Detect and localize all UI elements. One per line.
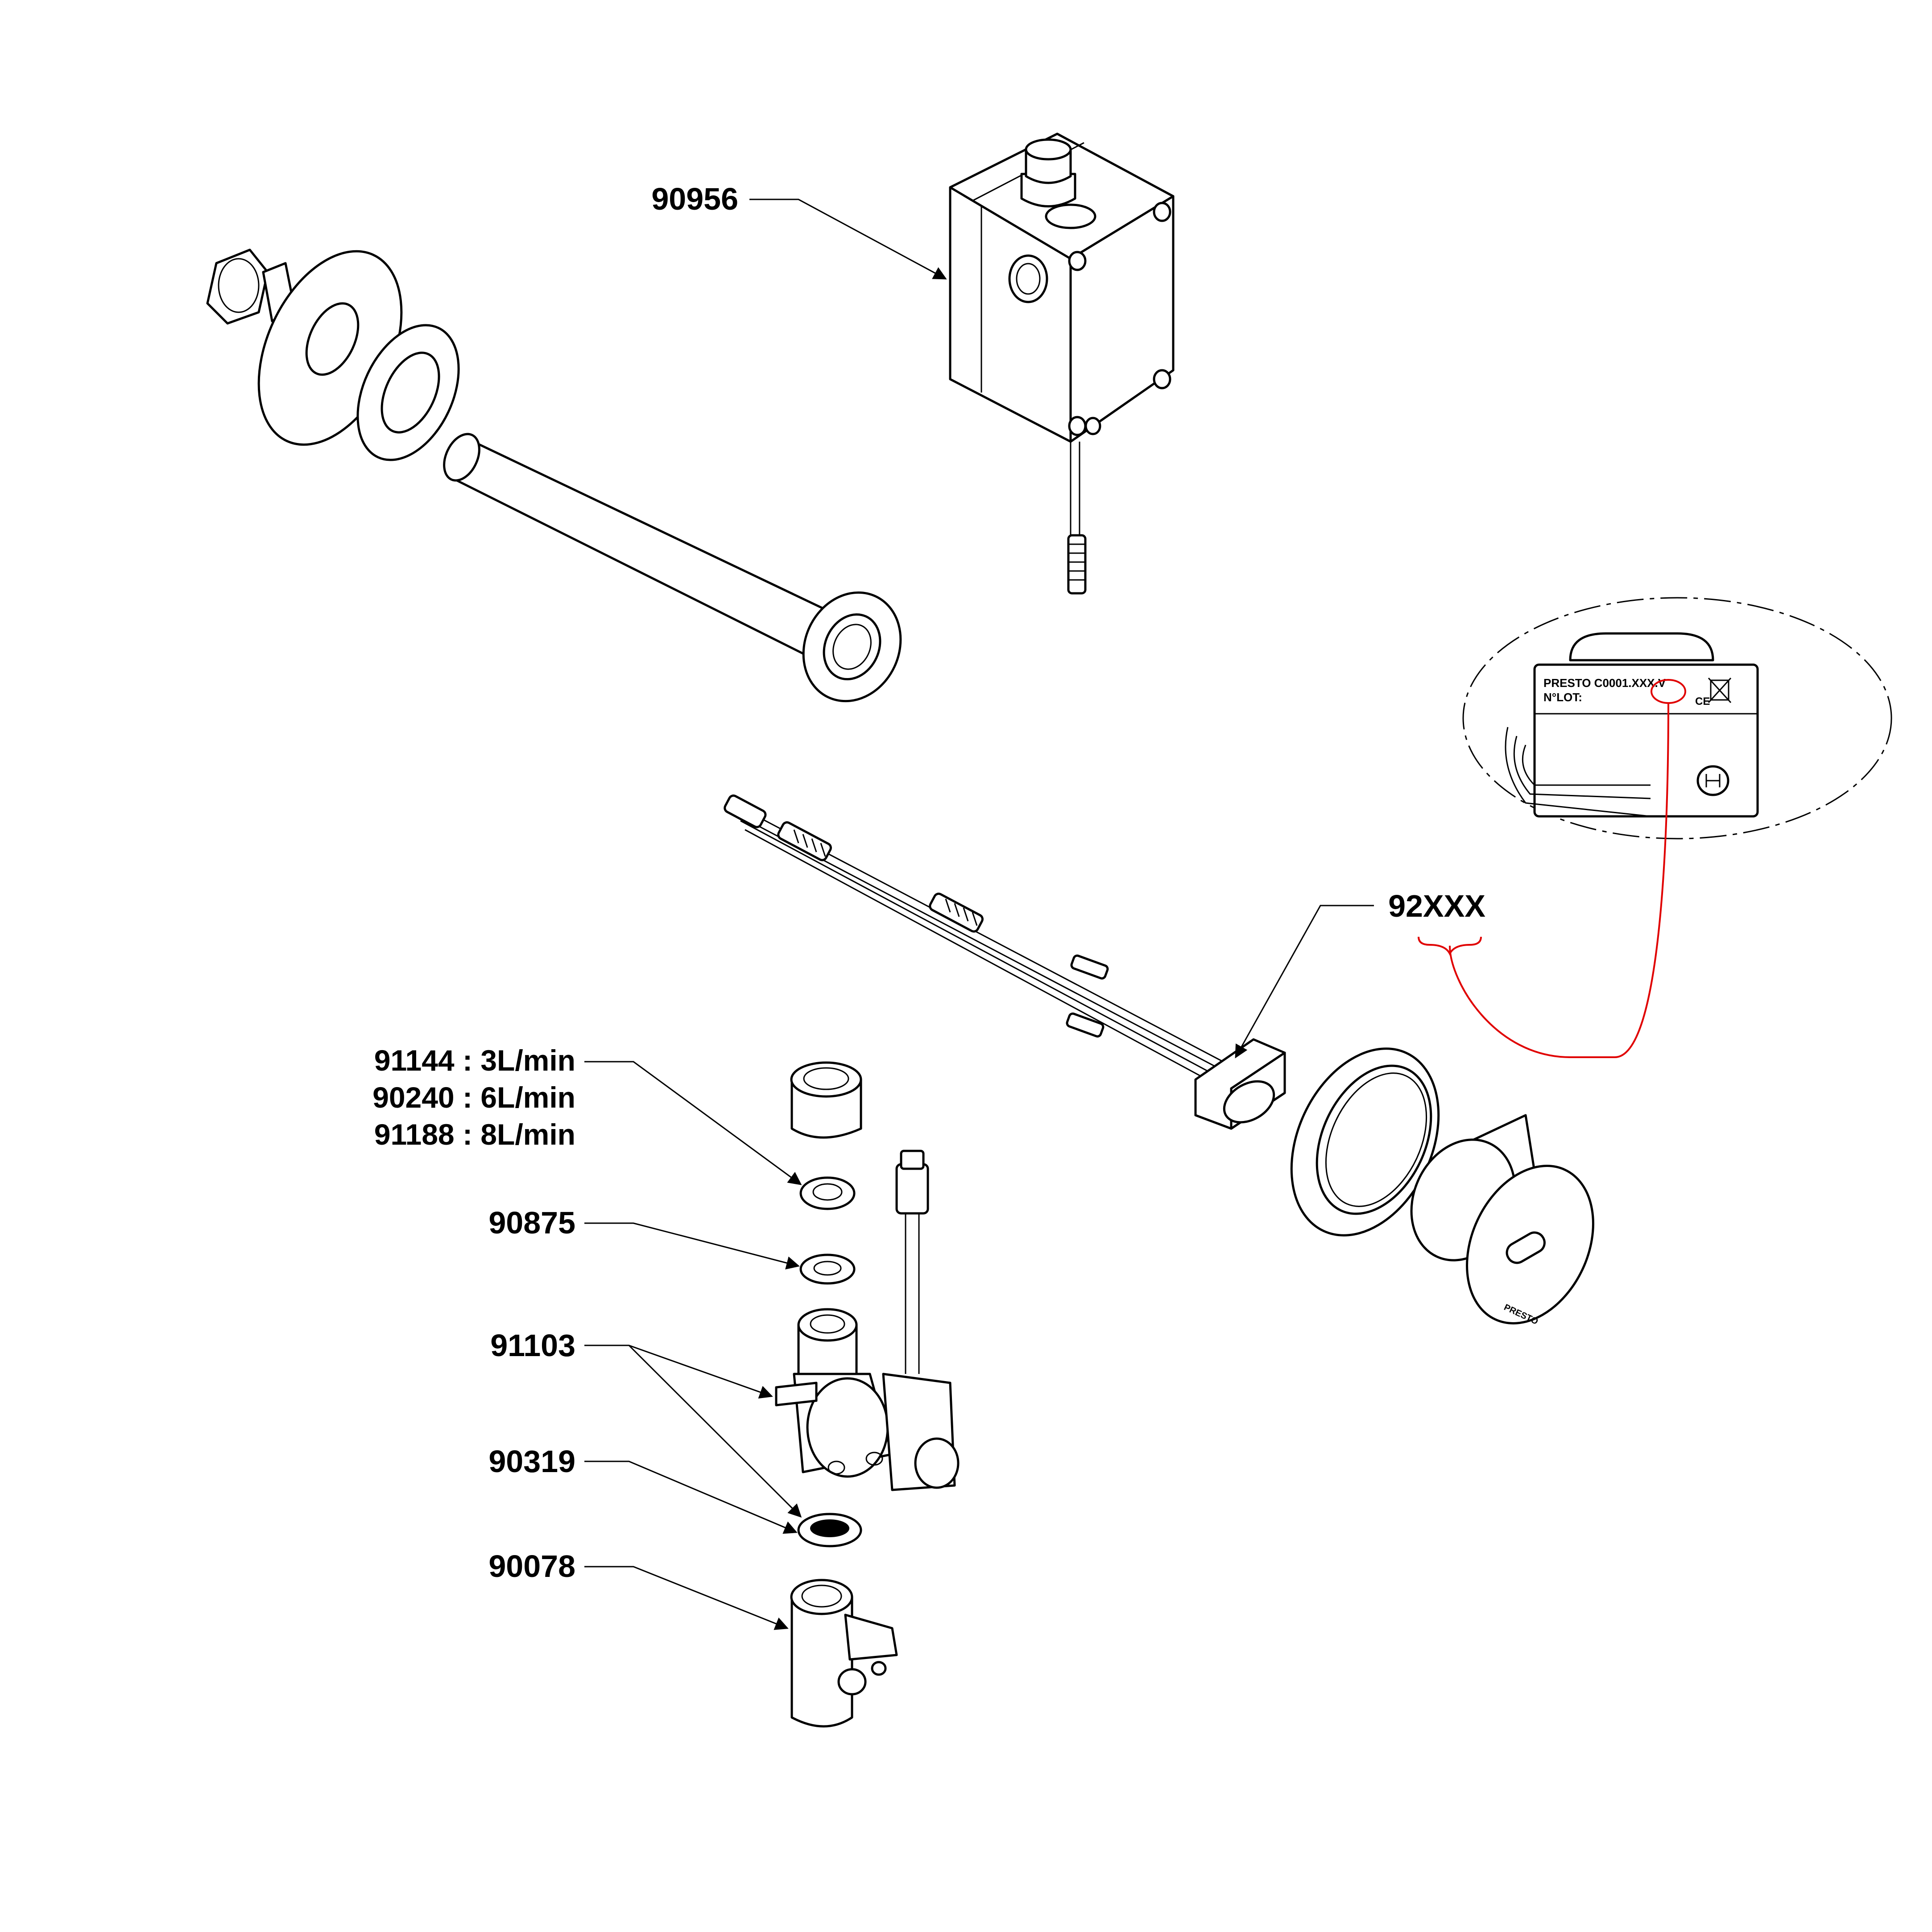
- filter: [797, 1513, 862, 1547]
- leader-solenoid-valve: [584, 1345, 773, 1399]
- highlight-brace: [1418, 936, 1482, 956]
- ce-mark: CE: [1695, 695, 1710, 707]
- leader-seal: [584, 1222, 800, 1270]
- seal: [799, 1254, 856, 1285]
- detail-label-line1: PRESTO C0001.XXX.V: [1543, 676, 1666, 690]
- callout-flow-regulator-3l: 91144 : 3L/min: [374, 1044, 575, 1077]
- leader-electronic-module: [1235, 905, 1374, 1059]
- flow-regulator-cap: [790, 1061, 862, 1139]
- detail-label-line2: N°LOT:: [1543, 691, 1582, 704]
- control-box: [949, 132, 1175, 595]
- callout-stop-valve: 90078: [488, 1549, 575, 1584]
- leader-solenoid-valve-2: [628, 1345, 802, 1518]
- highlight-circle: [1651, 679, 1686, 704]
- callout-control-box: 90956: [651, 182, 738, 216]
- leader-control-box: [749, 199, 947, 280]
- wall-ring-and-push-button: PRESTO: [1290, 1047, 1594, 1327]
- callout-flow-regulator-8l: 91188 : 8L/min: [374, 1118, 575, 1151]
- leader-stop-valve: [584, 1566, 789, 1630]
- callout-electronic-module: 92XXX: [1388, 889, 1485, 923]
- leader-flow-regulator: [584, 1061, 802, 1185]
- callout-filter: 90319: [488, 1444, 575, 1479]
- leader-filter: [584, 1460, 798, 1534]
- wall-sleeve-assembly: [206, 248, 902, 703]
- flow-regulator: [799, 1176, 856, 1210]
- callout-solenoid-valve: 91103: [490, 1328, 575, 1363]
- callout-seal: 90875: [488, 1205, 575, 1240]
- solenoid-valve: [775, 1150, 960, 1491]
- highlight-link: [1449, 703, 1669, 1058]
- callout-flow-regulator-6l: 90240 : 6L/min: [372, 1081, 575, 1114]
- weee-bin-icon: [1708, 677, 1732, 703]
- stop-valve: [790, 1579, 898, 1728]
- detail-inset: PRESTO C0001.XXX.V N°LOT: CE: [1462, 597, 1892, 840]
- electronic-module-harness: [724, 794, 1286, 1130]
